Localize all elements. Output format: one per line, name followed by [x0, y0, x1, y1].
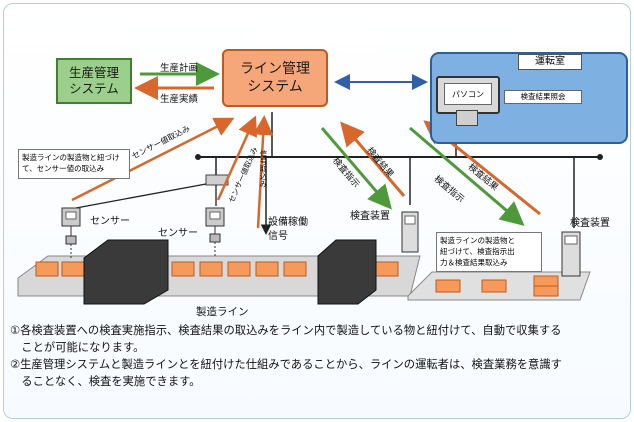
sensor-left-label: センサー	[90, 216, 130, 227]
inspection-result-inquiry-label: 検査結果照会	[504, 90, 582, 104]
production-mgmt-system-box: 生産管理 システム	[56, 58, 132, 104]
sensor-left-device	[61, 207, 81, 258]
line-mgmt-system-box: ライン管理 システム	[222, 49, 328, 107]
footer-description: ①各検査装置への検査実施指示、検査結果の取込みをライン内で製造している物と紐付け…	[10, 322, 620, 390]
production-mgmt-label: 生産管理 システム	[68, 65, 119, 96]
right-note: 製造ラインの製造物と 紐づけて、検査指示出 力＆検査結果取込み	[436, 232, 542, 272]
footer-line-4: ることなく、検査を実施できます。	[10, 375, 201, 388]
footer-line-1: ①各検査装置への検査実施指示、検査結果の取込みをライン内で製造している物と紐付け…	[10, 324, 562, 337]
inspection-instruction-1-arrow	[320, 127, 392, 210]
left-note: 製造ラインの製造物と紐づけ て、センサー値の取込み	[18, 149, 130, 179]
machine-right	[317, 239, 377, 305]
production-line-label: 製造ライン	[196, 306, 249, 318]
sensor-left-arrow	[71, 117, 235, 202]
pc-stand	[456, 110, 478, 126]
footer-line-3: ②生産管理システムと製造ラインとを紐付けた仕組みであることから、ラインの運転者は…	[10, 358, 562, 371]
inspection-result-1-arrow	[340, 121, 406, 197]
footer-line-2: ことが可能になります。	[10, 341, 145, 354]
pc-label: パソコン	[444, 83, 492, 105]
hub-to-sensor-left	[75, 183, 207, 209]
inspection-device-2-label: 検査装置	[570, 218, 610, 229]
production-results-label: 生産実績	[160, 94, 199, 105]
machine-left	[83, 239, 169, 305]
inspection-device-2	[561, 231, 581, 277]
equipment-signal-arrow	[253, 115, 274, 229]
operation-room-title: 運転室	[518, 54, 582, 70]
sensor-mid-device	[205, 207, 225, 258]
equipment-signal-label: 設備稼働 信号	[268, 217, 308, 242]
line-mgmt-label: ライン管理 システム	[240, 61, 310, 95]
inspection-device-1	[401, 211, 419, 253]
equipment-signal-fetch-label: 信号取込み	[259, 150, 268, 188]
pc-monitor: パソコン	[436, 76, 500, 114]
sensor-mid-arrow	[216, 115, 257, 201]
production-plan-label: 生産計画	[160, 63, 199, 74]
inspection-device-1-label: 検査装置	[350, 211, 390, 222]
sensor-mid-label: センサー	[158, 228, 198, 239]
